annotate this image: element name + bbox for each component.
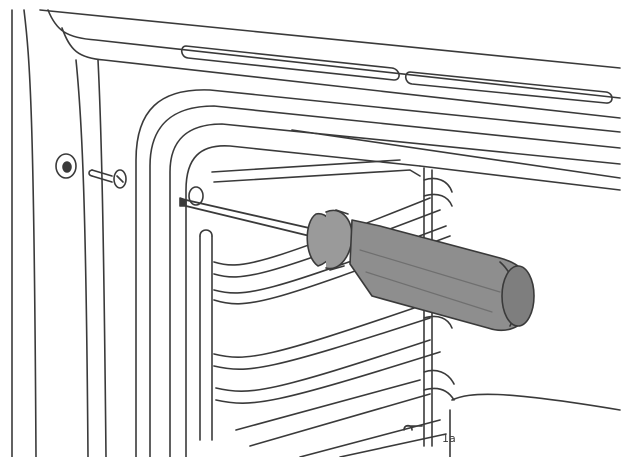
cavity-floor-edge xyxy=(449,393,621,457)
cavity-opening xyxy=(135,89,621,457)
screw-icon xyxy=(88,169,127,189)
screw-hole-icon xyxy=(55,153,77,179)
wire-shelf-icon xyxy=(211,159,451,457)
top-vent-slots xyxy=(180,45,613,104)
shelf-rail-left xyxy=(188,186,213,441)
oven-front-frame xyxy=(11,9,621,457)
screwdriver-icon xyxy=(179,197,535,332)
rail-marker-label: 1a xyxy=(442,432,456,445)
